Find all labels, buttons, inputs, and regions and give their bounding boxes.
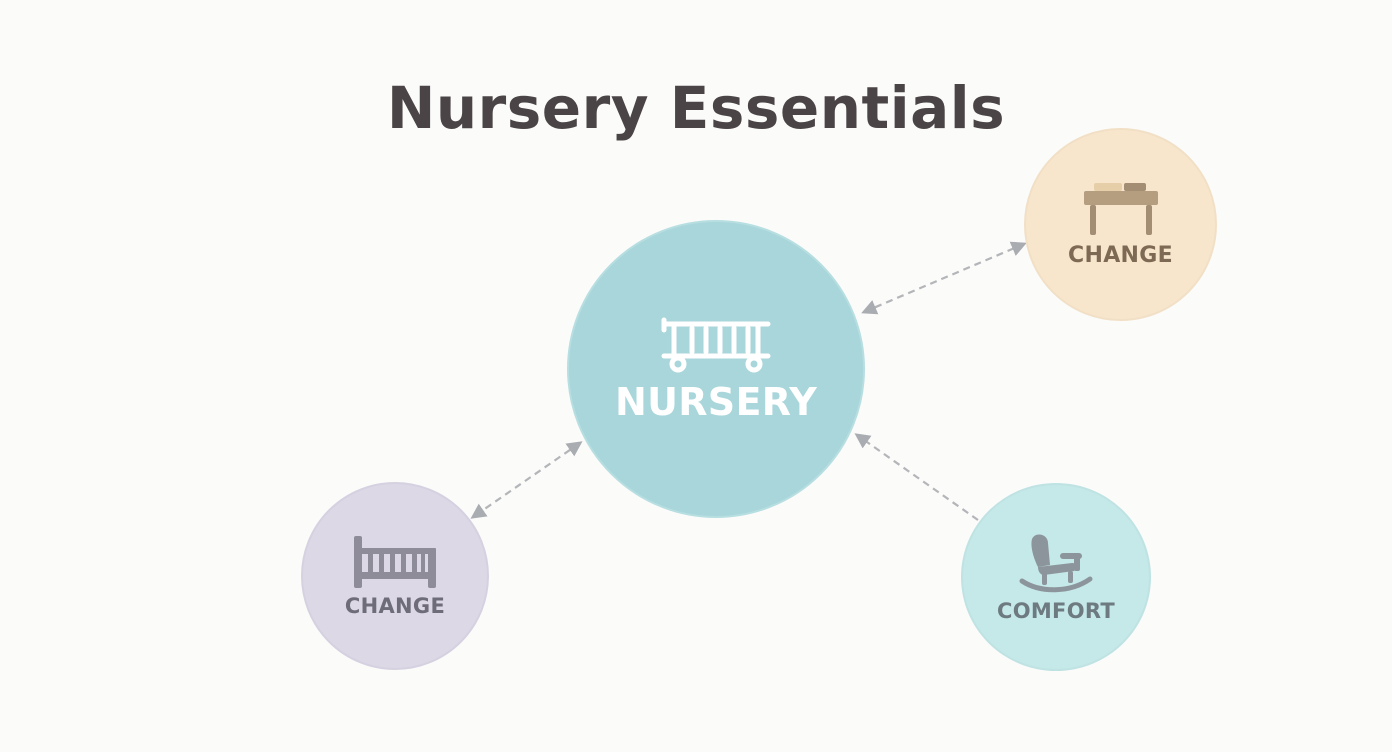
crib-icon [660,314,772,374]
node-label-top-right: CHANGE [1068,243,1173,268]
connector-bottom-right [854,433,979,521]
node-change-top-right[interactable]: CHANGE [1024,128,1217,321]
center-node-nursery[interactable]: NURSERY [567,220,865,518]
rocking-chair-icon [1016,531,1096,595]
node-comfort-bottom-right[interactable]: COMFORT [961,483,1151,671]
connector-bottom-left [470,441,583,519]
center-node-label: NURSERY [614,380,818,424]
page-title: Nursery Essentials [386,74,1006,142]
node-label-bottom-left: CHANGE [344,594,446,618]
node-change-bottom-left[interactable]: CHANGE [301,482,489,670]
connector-top-right [861,241,1027,315]
changing-table-icon [1082,181,1160,237]
crib-icon [352,534,438,590]
node-label-bottom-right: COMFORT [996,599,1115,623]
